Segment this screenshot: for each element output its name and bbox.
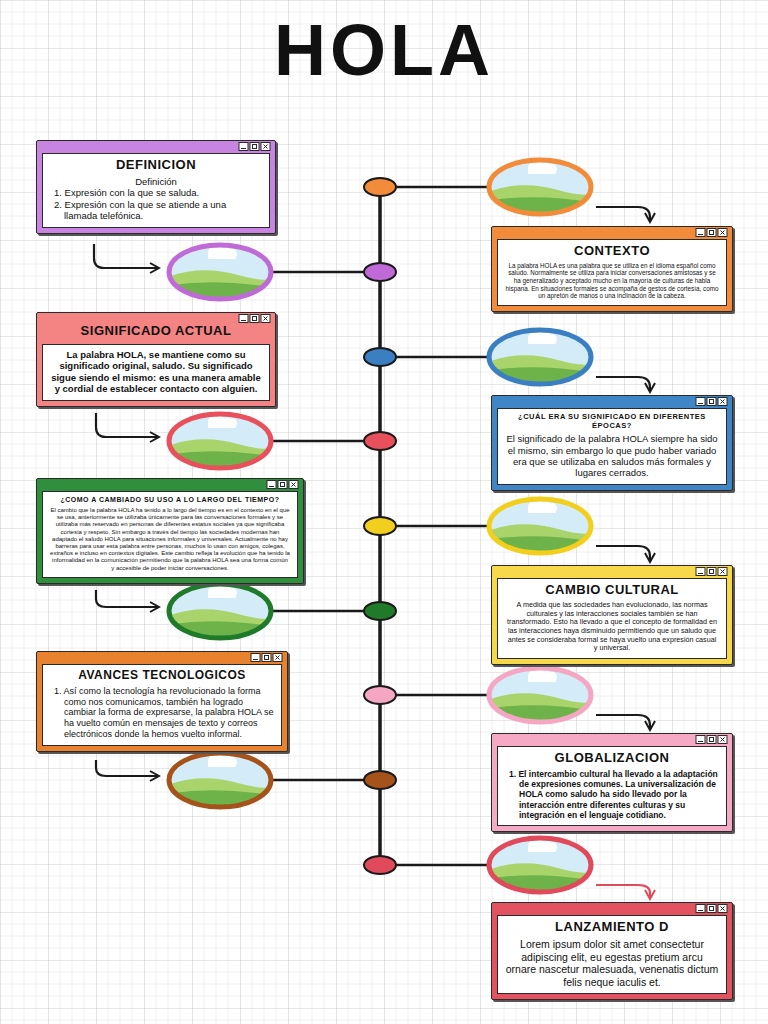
- window-buttons: [238, 314, 272, 323]
- title-bar: [37, 479, 303, 490]
- box-heading: AVANCES TECNOLOGICOS: [50, 669, 274, 683]
- box-body: A medida que las sociedades han evolucio…: [505, 601, 719, 653]
- window-buttons: [695, 228, 729, 237]
- window-box: DEFINICION Definición1. Expresión con la …: [36, 140, 276, 234]
- page-title: HOLA: [0, 14, 768, 86]
- box-heading: LANZAMIENTO D: [505, 920, 719, 935]
- window-buttons: [695, 397, 729, 406]
- window-buttons: [695, 567, 729, 576]
- window-buttons: [695, 904, 729, 913]
- box-body: Lorem ipsum dolor sit amet consectetur a…: [505, 938, 719, 988]
- window-box: ¿COMO A CAMBIADO SU USO A LO LARGO DEL T…: [36, 478, 304, 584]
- window-buttons: [238, 142, 272, 151]
- box-body: El cambio que la palabra HOLA ha tenido …: [50, 507, 290, 572]
- box-body: 1. El intercambio cultural ha llevado a …: [505, 769, 719, 820]
- box-panel: DEFINICION Definición1. Expresión con la …: [42, 153, 270, 228]
- box-panel: AVANCES TECNOLOGICOS 1. Así como la tecno…: [42, 664, 282, 746]
- window-buttons: [695, 735, 729, 744]
- window-box: CAMBIO CULTURAL A medida que las sociedad…: [491, 565, 733, 665]
- box-body: Definición: [50, 176, 262, 187]
- box-panel: ¿COMO A CAMBIADO SU USO A LO LARGO DEL T…: [42, 491, 298, 578]
- title-bar: [492, 903, 732, 914]
- box-panel: LANZAMIENTO D Lorem ipsum dolor sit amet …: [497, 915, 727, 994]
- window-buttons: [266, 480, 300, 489]
- title-bar: [37, 652, 287, 663]
- title-bar: [37, 141, 275, 152]
- box-heading: SIGNIFICADO ACTUAL: [37, 324, 275, 341]
- title-bar: [492, 396, 732, 407]
- box-panel: CAMBIO CULTURAL A medida que las sociedad…: [497, 578, 727, 659]
- box-heading: ¿COMO A CAMBIADO SU USO A LO LARGO DEL T…: [50, 496, 290, 504]
- title-bar: [37, 313, 275, 324]
- box-body: La palabra HOLA es una palabra que se ut…: [505, 262, 719, 300]
- box-body: 1. Así como la tecnología ha revoluciona…: [50, 686, 274, 740]
- window-buttons: [250, 653, 284, 662]
- window-box: LANZAMIENTO D Lorem ipsum dolor sit amet …: [491, 902, 733, 1000]
- box-body: 1. Expresión con la que se saluda.: [50, 187, 262, 198]
- timeline-dots: [364, 178, 396, 874]
- box-heading: CONTEXTO: [505, 244, 719, 259]
- box-panel: GLOBALIZACION 1. El intercambio cultural …: [497, 746, 727, 826]
- window-box: CONTEXTO La palabra HOLA es una palabra q…: [491, 226, 733, 312]
- title-bar: [492, 227, 732, 238]
- box-heading: GLOBALIZACION: [505, 751, 719, 766]
- box-heading: CAMBIO CULTURAL: [505, 583, 719, 598]
- box-body: 2. Expresión con la que se atiende a una…: [50, 199, 262, 222]
- box-heading: ¿CUÁL ERA SU SIGNIFICADO EN DIFERENTES É…: [505, 413, 719, 430]
- window-box: GLOBALIZACION 1. El intercambio cultural …: [491, 733, 733, 832]
- box-panel: La palabra HOLA, se mantiene como su sig…: [42, 344, 270, 401]
- box-body: La palabra HOLA, se mantiene como su sig…: [50, 349, 262, 395]
- box-panel: CONTEXTO La palabra HOLA es una palabra q…: [497, 239, 727, 306]
- window-box: SIGNIFICADO ACTUAL La palabra HOLA, se ma…: [36, 312, 276, 407]
- window-box: ¿CUÁL ERA SU SIGNIFICADO EN DIFERENTES É…: [491, 395, 733, 491]
- box-heading: DEFINICION: [50, 158, 262, 173]
- window-box: AVANCES TECNOLOGICOS 1. Así como la tecno…: [36, 651, 288, 752]
- box-panel: ¿CUÁL ERA SU SIGNIFICADO EN DIFERENTES É…: [497, 408, 727, 485]
- title-bar: [492, 566, 732, 577]
- box-body: El significado de la palabra HOLA siempr…: [505, 433, 719, 479]
- title-bar: [492, 734, 732, 745]
